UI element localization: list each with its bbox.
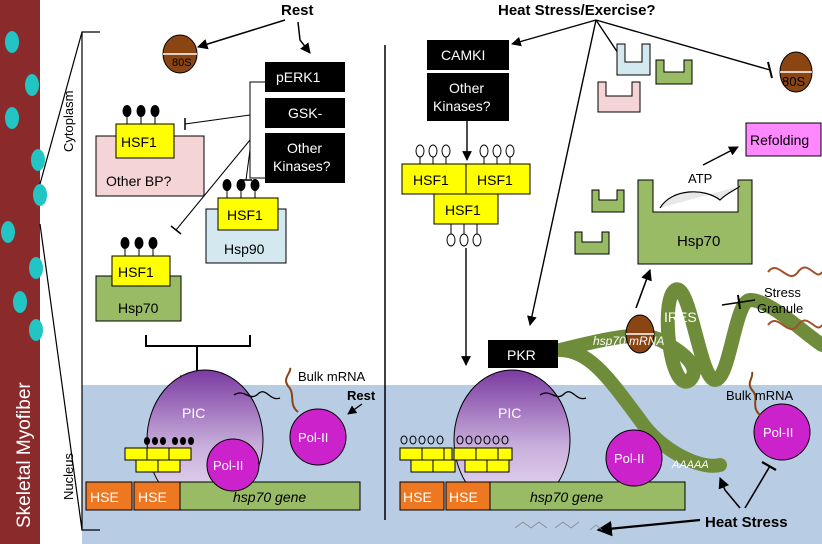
nucleus-label: Nucleus xyxy=(61,453,76,500)
svg-text:HSF1: HSF1 xyxy=(413,172,449,188)
atp-label: ATP xyxy=(688,171,712,186)
refolding-box xyxy=(745,122,822,157)
hsf1-trimer-heat: HSF1 HSF1 HSF1 xyxy=(401,144,531,247)
misfolded-proteins xyxy=(574,43,693,255)
svg-text:HSE: HSE xyxy=(449,489,478,505)
pkr-box xyxy=(488,340,558,368)
hse-rest-2 xyxy=(133,481,181,511)
kinase-stack-heat: CAMKI Other Kinases? xyxy=(427,40,509,121)
hsp70-mrna-label: hsp70 mRNA xyxy=(593,334,664,348)
svg-text:HSF1: HSF1 xyxy=(121,134,157,150)
polya-label: AAAAA xyxy=(671,459,709,471)
svg-text:80S: 80S xyxy=(172,57,192,69)
svg-text:Other BP?: Other BP? xyxy=(106,173,172,189)
svg-text:Hsp70: Hsp70 xyxy=(118,300,159,316)
rest-label-nucleus: Rest xyxy=(347,388,376,403)
svg-text:Pol-II: Pol-II xyxy=(763,425,793,440)
hsf1-dna-heat xyxy=(399,435,513,473)
cytoplasm-label: Cytoplasm xyxy=(61,91,76,152)
title-heat: Heat Stress/Exercise? xyxy=(498,2,656,19)
svg-text:HSE: HSE xyxy=(90,489,119,505)
hsp70-mrna-strand xyxy=(553,282,822,473)
svg-text:HSF1: HSF1 xyxy=(118,264,154,280)
svg-text:Hsp90: Hsp90 xyxy=(224,241,265,257)
kinase-stack-rest: pERK1 GSK- Other Kinases? xyxy=(265,62,345,183)
pic-rest-label: PIC xyxy=(182,405,205,421)
svg-text:HSE: HSE xyxy=(403,489,432,505)
complex-hsp70-rest: HSF1 Hsp70 xyxy=(95,237,182,322)
svg-text:Pol-II: Pol-II xyxy=(213,458,243,473)
myofiber-strip xyxy=(0,0,47,544)
svg-text:Pol-II: Pol-II xyxy=(614,451,644,466)
svg-text:CAMKI: CAMKI xyxy=(441,47,485,63)
gene-heat xyxy=(489,481,686,511)
svg-text:HSF1: HSF1 xyxy=(445,202,481,218)
gene-heat-label: hsp70 gene xyxy=(530,489,603,505)
svg-text:HSF1: HSF1 xyxy=(477,172,513,188)
pol2-rest-gene xyxy=(206,438,260,492)
gene-rest-label: hsp70 gene xyxy=(233,489,306,505)
ribosome-rest: 80S xyxy=(162,34,198,74)
svg-text:Other: Other xyxy=(449,80,484,96)
gene-rest xyxy=(179,481,361,511)
pkr-label: PKR xyxy=(507,347,536,363)
bulk-mrna-rest: Bulk mRNA xyxy=(298,369,366,384)
svg-text:GSK-: GSK- xyxy=(288,105,323,121)
svg-text:Kinases?: Kinases? xyxy=(433,98,491,114)
stress-granule-label-2: Granule xyxy=(757,301,803,316)
svg-text:Kinases?: Kinases? xyxy=(273,158,331,174)
title-rest: Rest xyxy=(281,2,314,19)
hse-rest-1 xyxy=(85,481,133,511)
svg-text:Pol-II: Pol-II xyxy=(298,430,328,445)
ires-label: IRES xyxy=(664,309,697,325)
pic-heat-label: PIC xyxy=(498,405,521,421)
ribosome-heat: 80S xyxy=(779,51,813,93)
fiber-label: Skeletal Myofiber xyxy=(14,382,35,528)
pol2-rest-free xyxy=(289,408,347,466)
hsf1-trimer-rest xyxy=(124,437,194,473)
pol2-heat-gene xyxy=(605,429,663,487)
refolding-label: Refolding xyxy=(750,132,809,148)
svg-text:HSE: HSE xyxy=(138,489,167,505)
svg-text:HSF1: HSF1 xyxy=(227,207,263,223)
heat-stress-label: Heat Stress xyxy=(705,514,788,531)
stress-granule-label-1: Stress xyxy=(764,285,801,300)
hse-heat-1 xyxy=(399,481,445,511)
hsp70-heat: Hsp70 ATP xyxy=(637,171,753,265)
hse-heat-2 xyxy=(445,481,491,511)
complex-hsp90: HSF1 Hsp90 xyxy=(205,179,287,264)
faint-structures xyxy=(514,521,603,531)
svg-text:Other: Other xyxy=(287,140,322,156)
svg-text:pERK1: pERK1 xyxy=(276,69,321,85)
svg-text:Hsp70: Hsp70 xyxy=(677,233,720,250)
complex-other-bp: HSF1 Other BP? xyxy=(95,105,205,197)
bulk-mrna-heat: Bulk mRNA xyxy=(726,388,794,403)
svg-text:80S: 80S xyxy=(782,74,805,89)
pol2-heat-free xyxy=(753,403,811,461)
